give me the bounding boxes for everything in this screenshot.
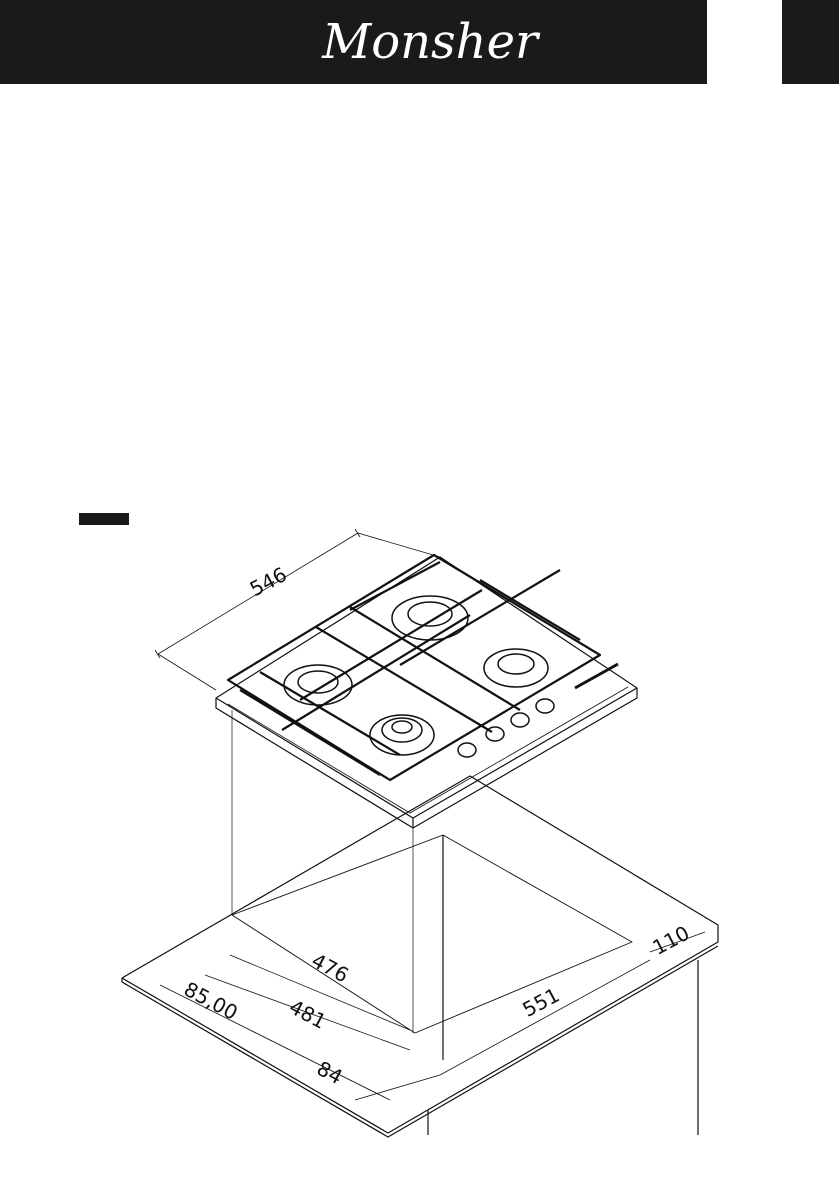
- control-knobs: [458, 699, 554, 757]
- dim-width-top: 546: [246, 562, 291, 601]
- dim-cutout-depth: 481: [285, 995, 330, 1034]
- dim-back-gap: 110: [648, 921, 693, 960]
- dim-cutout-width: 476: [308, 948, 353, 987]
- worktop-outline: [122, 776, 718, 1133]
- burners: [284, 596, 548, 755]
- dim-counter-depth: 551: [518, 983, 563, 1022]
- hob-side-left: [216, 698, 413, 828]
- dim-front-edge: 84: [313, 1056, 347, 1089]
- pan-supports: [228, 555, 600, 780]
- hob-side-right: [413, 688, 637, 828]
